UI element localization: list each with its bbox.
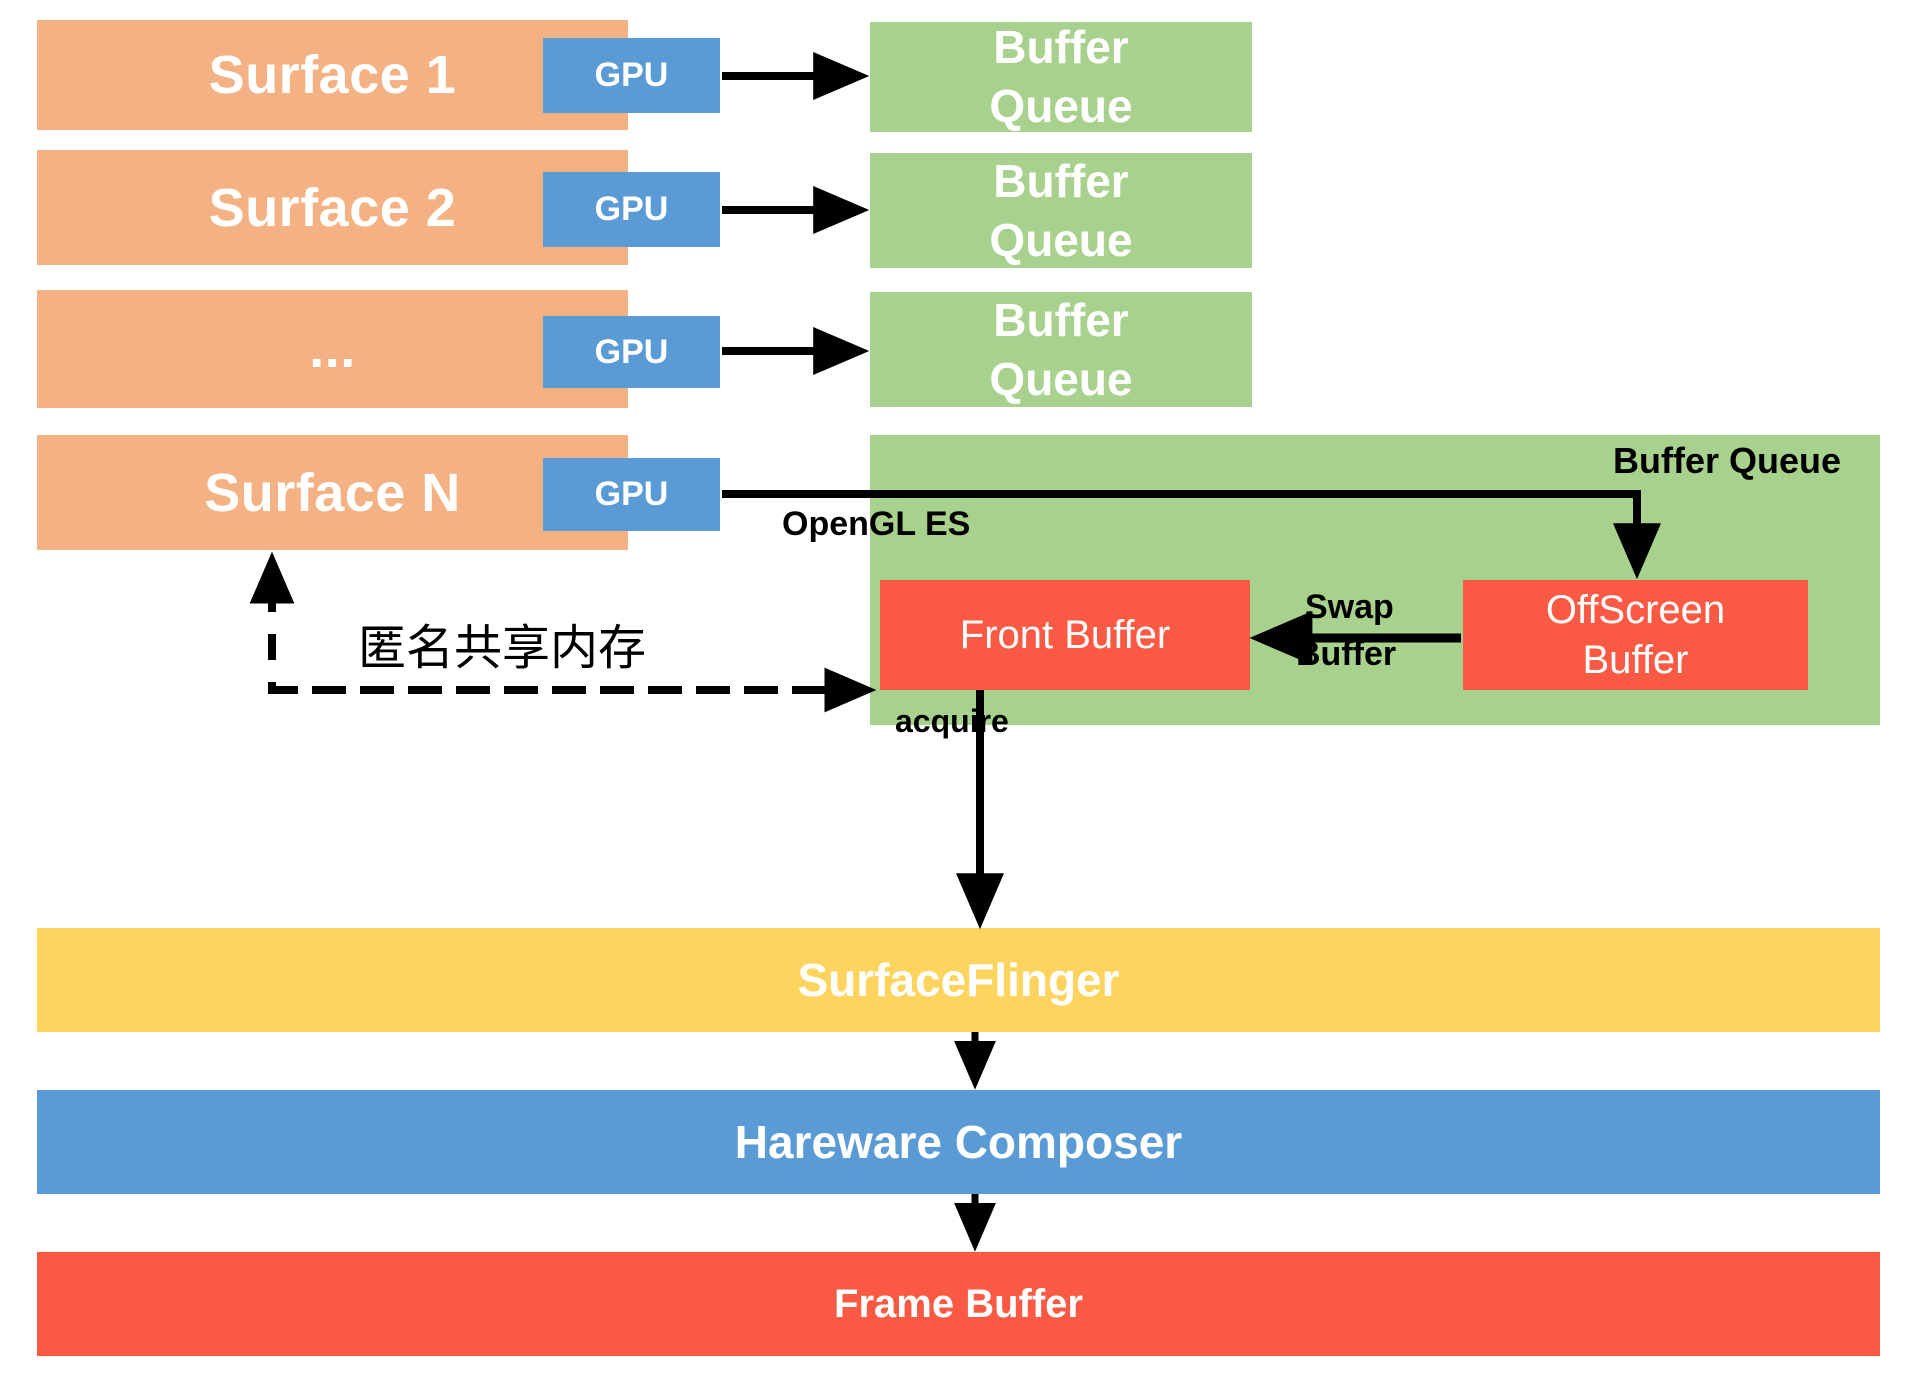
surface-label: ... [309, 319, 356, 379]
buffer-queue-label-line1: Buffer [993, 21, 1129, 74]
offscreen-buffer-block: OffScreen Buffer [1463, 580, 1808, 690]
gpu-block-4: GPU [543, 458, 720, 531]
buffer-queue-block-2: Buffer Queue [870, 153, 1252, 268]
swap-buffer-label-line2: Buffer [1296, 635, 1397, 673]
opengl-es-label: OpenGL ES [782, 505, 971, 543]
gpu-block-1: GPU [543, 38, 720, 113]
layer-hareware-composer: Hareware Composer [37, 1090, 1880, 1194]
layer-label: Hareware Composer [734, 1116, 1183, 1168]
swap-buffer-label-line1: Swap [1305, 588, 1394, 626]
gpu-block-2: GPU [543, 172, 720, 247]
offscreen-buffer-label-line2: Buffer [1582, 638, 1689, 682]
shared-memory-label: 匿名共享内存 [358, 620, 647, 676]
layer-frame-buffer: Frame Buffer [37, 1252, 1880, 1356]
surface-label: Surface 2 [208, 177, 457, 238]
surface-label: Surface 1 [208, 45, 457, 105]
buffer-queue-label-line1: Buffer [993, 154, 1129, 207]
buffer-queue-block-1: Buffer Queue [870, 21, 1252, 132]
buffer-queue-label-line2: Queue [989, 213, 1133, 266]
surface-block-n: Surface N [37, 435, 628, 550]
layer-label: SurfaceFlinger [797, 954, 1120, 1006]
buffer-queue-label-line2: Queue [989, 352, 1133, 405]
gpu-label: GPU [594, 475, 669, 513]
front-buffer-label: Front Buffer [959, 613, 1171, 657]
surface-label: Surface N [204, 462, 461, 523]
big-buffer-queue-label: Buffer Queue [1613, 440, 1842, 481]
gpu-label: GPU [594, 190, 669, 228]
buffer-queue-label-line1: Buffer [993, 293, 1129, 346]
acquire-label: acquire [895, 703, 1009, 739]
buffer-queue-label-line2: Queue [989, 80, 1133, 132]
offscreen-buffer-label-line1: OffScreen [1545, 588, 1726, 632]
gpu-block-3: GPU [543, 316, 720, 388]
surface-block-ellipsis: ... [37, 290, 628, 408]
gpu-label: GPU [594, 56, 669, 94]
buffer-queue-block-3: Buffer Queue [870, 292, 1252, 407]
surface-block-1: Surface 1 [37, 20, 628, 130]
layer-surfaceflinger: SurfaceFlinger [37, 928, 1880, 1032]
surface-block-2: Surface 2 [37, 150, 628, 265]
layer-label: Frame Buffer [834, 1281, 1083, 1326]
front-buffer-block: Front Buffer [880, 580, 1250, 690]
gpu-label: GPU [594, 332, 669, 371]
